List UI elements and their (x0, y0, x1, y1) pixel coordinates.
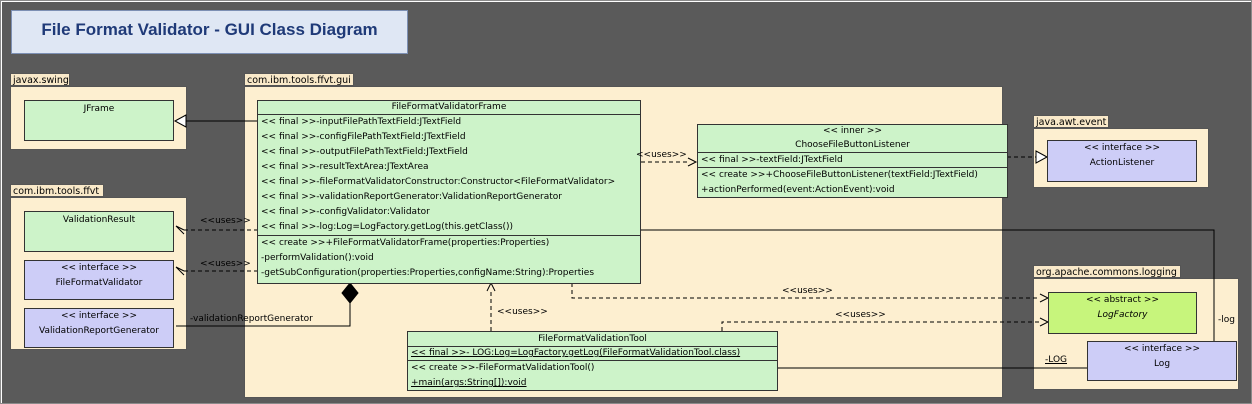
attribute: << final >>-outputFilePathTextField:JTex… (261, 147, 468, 157)
class-name: FileFormatValidator (55, 278, 143, 288)
composition-diamond (341, 282, 359, 304)
label-uses-factory-tool: <<uses>> (835, 310, 886, 320)
operation: -getSubConfiguration(properties:Properti… (261, 268, 595, 278)
operation: << create >>+ChooseFileButtonListener(te… (701, 170, 978, 180)
attribute: << final >>-configValidator:Validator (261, 207, 430, 217)
class-name: ValidationResult (62, 215, 136, 225)
class-choose-file-button-listener[interactable]: << inner >> ChooseFileButtonListener << … (697, 124, 1008, 198)
label-role-log: -log (1218, 315, 1235, 325)
interface-action-listener[interactable]: << interface >> ActionListener (1047, 140, 1197, 182)
label-uses-result: <<uses>> (200, 216, 251, 226)
label-uses-factory-frame: <<uses>> (782, 286, 833, 296)
stereotype: << abstract >> (1085, 295, 1160, 305)
attribute: << final >>-log:Log=LogFactory.getLog(th… (261, 222, 514, 232)
label-uses-tool: <<uses>> (497, 307, 548, 317)
class-name: ValidationReportGenerator (39, 326, 159, 336)
class-log-factory[interactable]: << abstract >> LogFactory (1048, 292, 1197, 334)
class-file-format-validation-tool[interactable]: FileFormatValidationTool << final >>- LO… (407, 331, 778, 391)
operation: << create >>+FileFormatValidatorFrame(pr… (261, 238, 550, 248)
attribute: << final >>-resultTextArea:JTextArea (261, 162, 429, 172)
package-tab-ffvt: com.ibm.tools.ffvt (10, 184, 104, 197)
class-name: ChooseFileButtonListener (795, 140, 910, 150)
label-uses-validator: <<uses>> (200, 259, 251, 269)
stereotype: << interface >> (1123, 344, 1201, 354)
attribute: << final >>-validationReportGenerator:Va… (261, 192, 562, 202)
uses-arrow-factory-tool (1039, 317, 1050, 327)
operation: +actionPerformed(event:ActionEvent):void (701, 185, 895, 195)
stereotype: << inner >> (822, 126, 883, 136)
operation: -performValidation():void (261, 253, 374, 263)
uses-arrow-tool (486, 281, 496, 292)
label-uses-listener: <<uses>> (636, 150, 687, 160)
class-name: Log (1153, 359, 1171, 369)
uses-arrow-result (175, 225, 185, 235)
class-name: ActionListener (1089, 158, 1155, 168)
stereotype: << interface >> (1083, 143, 1161, 153)
class-name: JFrame (83, 104, 115, 114)
uses-arrow-listener (687, 157, 698, 167)
composition-line (176, 303, 351, 327)
uses-arrow-factory-frame (1039, 293, 1050, 303)
operation: << create >>-FileFormatValidationTool() (411, 363, 595, 373)
attribute: << final >>- LOG:Log=LogFactory.getLog(F… (411, 348, 741, 358)
interface-file-format-validator[interactable]: << interface >> FileFormatValidator (24, 260, 174, 300)
class-name: LogFactory (1097, 310, 1148, 320)
class-file-format-validator-frame[interactable]: FileFormatValidatorFrame << final >>-inp… (257, 100, 641, 284)
package-tab-awt-event: java.awt.event (1033, 115, 1109, 128)
package-tab-gui: com.ibm.tools.ffvt.gui (244, 73, 354, 86)
aggregation-log-line (641, 229, 1215, 341)
attribute: << final >>-textField:JTextField (701, 155, 843, 165)
label-role-LOG: -LOG (1045, 355, 1067, 365)
label-role-generator: -validationReportGenerator (190, 314, 313, 324)
attribute: << final >>-fileFormatValidatorConstruct… (261, 177, 616, 187)
class-validation-result[interactable]: ValidationResult (24, 211, 174, 252)
package-tab-logging: org.apache.commons.logging (1033, 265, 1181, 278)
attribute: << final >>-inputFilePathTextField:JText… (261, 117, 462, 127)
package-tab-javax-swing: javax.swing (10, 73, 70, 86)
class-name: FileFormatValidationTool (538, 334, 647, 344)
interface-validation-report-generator[interactable]: << interface >> ValidationReportGenerato… (24, 308, 174, 348)
class-jframe[interactable]: JFrame (24, 100, 174, 141)
uses-arrow-validator (175, 266, 185, 276)
stereotype: << interface >> (60, 263, 138, 273)
diagram-title-box: File Format Validator - GUI Class Diagra… (11, 10, 408, 54)
realization-arrow-head (1035, 150, 1049, 164)
stereotype: << interface >> (60, 311, 138, 321)
operation: +main(args:String[]):void (411, 378, 527, 388)
attribute: << final >>-configFilePathTextField:JTex… (261, 132, 466, 142)
interface-log[interactable]: << interface >> Log (1087, 341, 1237, 381)
diagram-title: File Format Validator - GUI Class Diagra… (41, 20, 378, 39)
class-name: FileFormatValidatorFrame (391, 102, 507, 112)
generalization-arrow-head (173, 114, 187, 128)
